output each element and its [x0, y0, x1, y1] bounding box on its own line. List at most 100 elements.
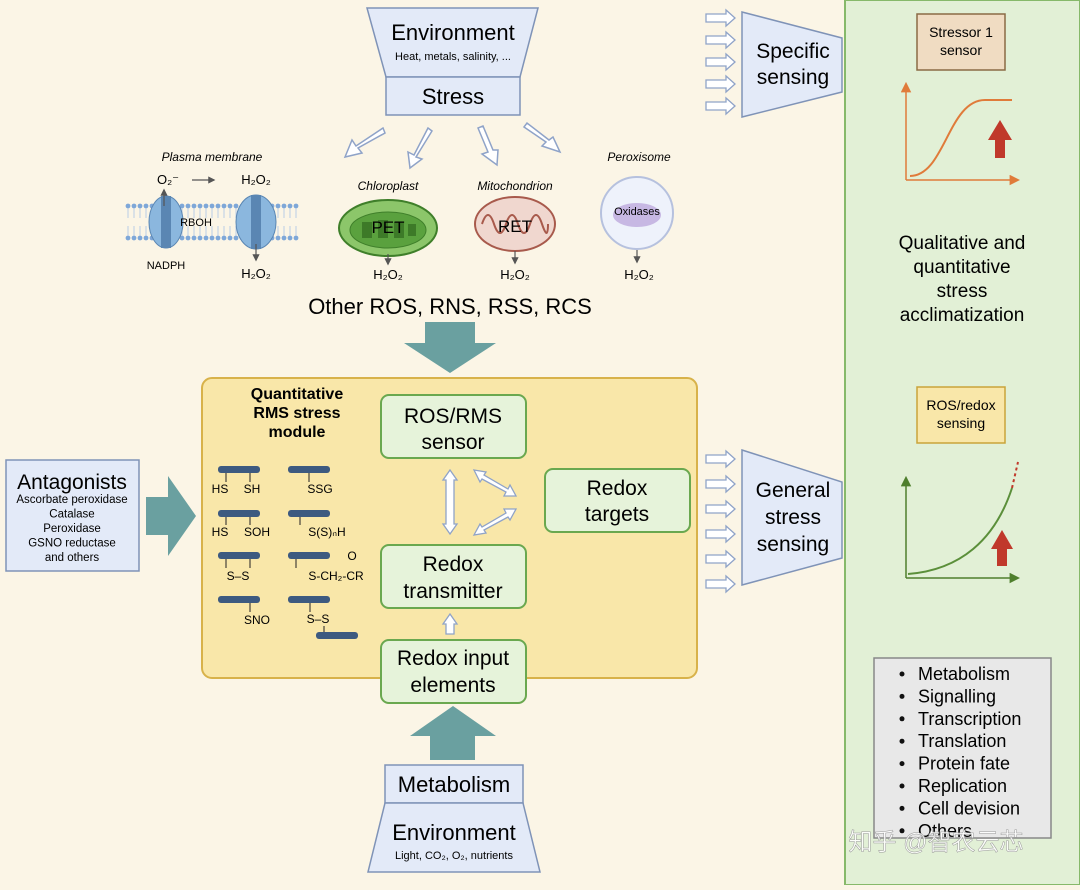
environment-bottom-subtitle: Light, CO₂, O₂, nutrients — [395, 850, 513, 862]
process-item: Translation — [918, 731, 1006, 751]
general-sensing-line1: General — [756, 479, 831, 502]
ros-rms-sensor-box: ROS/RMS sensor — [380, 394, 527, 459]
redox-targets-box: Redox targets — [544, 468, 691, 533]
ros-sensor-line2: sensor — [421, 431, 484, 454]
lipid-head — [293, 235, 299, 241]
teal-arrow-down-top — [404, 322, 496, 373]
lipid-head — [179, 235, 185, 241]
mod-soh: SOH — [244, 525, 270, 539]
lipid-head — [125, 235, 131, 241]
h2o2-membrane-bottom: H₂O₂ — [241, 266, 271, 281]
stressor-sensor-box: Stressor 1 sensor — [916, 13, 1006, 71]
lipid-head — [137, 235, 143, 241]
transmitter-line1: Redox — [423, 553, 484, 576]
lipid-head — [281, 203, 287, 209]
process-bullet — [899, 828, 905, 834]
stressor-sensor-line2: sensor — [940, 42, 982, 58]
mod-ss-1: S–S — [227, 569, 250, 583]
process-item: Others — [918, 821, 972, 841]
chloroplast: Chloroplast PET H₂O₂ — [338, 179, 438, 282]
process-bullet — [899, 761, 905, 767]
peroxisome: Peroxisome Oxidases H₂O₂ — [600, 150, 674, 282]
process-item: Metabolism — [918, 664, 1010, 684]
lipid-head — [179, 203, 185, 209]
antagonist-item: Peroxidase — [43, 523, 101, 535]
general-sensing-line2: stress — [765, 506, 821, 529]
lipid-head — [287, 203, 293, 209]
ros-sensor-line1: ROS/RMS — [404, 405, 502, 428]
increase-arrow-bottom — [991, 530, 1013, 566]
stress-label: Stress — [422, 84, 484, 109]
redox-targets-line2: targets — [585, 503, 649, 526]
lipid-head — [215, 203, 221, 209]
acclimatization-line1: Qualitative and — [899, 233, 1026, 254]
antagonist-item: Ascorbate peroxidase — [16, 494, 127, 506]
lipid-head — [137, 203, 143, 209]
process-bullet — [899, 716, 905, 722]
mod-hs-1: HS — [212, 482, 229, 496]
input-line2: elements — [410, 674, 495, 697]
process-bullet — [899, 783, 905, 789]
environment-bottom-funnel: Metabolism Environment Light, CO₂, O₂, n… — [367, 764, 541, 873]
lipid-head — [131, 235, 137, 241]
h2o2-peroxisome: H₂O₂ — [624, 267, 654, 282]
ros-redox-sensing-line1: ROS/redox — [926, 397, 995, 413]
increase-arrow-top — [988, 120, 1012, 158]
process-item: Cell devision — [918, 798, 1020, 818]
specific-sensing-line2: sensing — [757, 66, 829, 89]
mitochondrion: Mitochondrion RET H₂O₂ — [474, 179, 556, 282]
antagonist-item: and others — [45, 552, 100, 564]
ret-label: RET — [498, 217, 532, 236]
ros-redox-sensing-box: ROS/redox sensing — [916, 386, 1006, 444]
lipid-head — [233, 235, 239, 241]
antagonists-box: Antagonists Ascorbate peroxidaseCatalase… — [5, 459, 140, 572]
general-sensing-funnel: General stress sensing — [705, 448, 843, 594]
acclimatization-line4: acclimatization — [900, 305, 1025, 326]
process-item: Transcription — [918, 709, 1021, 729]
transmitter-line2: transmitter — [403, 580, 502, 603]
lipid-head — [293, 203, 299, 209]
pet-label: PET — [371, 218, 404, 237]
module-title-line2: RMS stress — [253, 405, 340, 422]
process-bullet — [899, 671, 905, 677]
lipid-head — [131, 203, 137, 209]
environment-top-subtitle: Heat, metals, salinity, ... — [395, 51, 511, 63]
lipid-head — [233, 203, 239, 209]
teal-arrow-right — [146, 476, 196, 556]
module-title-line1: Quantitative — [251, 386, 344, 403]
lipid-head — [203, 203, 209, 209]
mod-sh: SH — [244, 482, 261, 496]
lipid-head — [275, 235, 281, 241]
specific-sensing-funnel: Specific sensing — [705, 8, 843, 118]
process-item: Signalling — [918, 686, 996, 706]
peroxisome-label: Peroxisome — [607, 150, 671, 164]
lipid-head — [209, 235, 215, 241]
specific-sensing-line1: Specific — [756, 40, 830, 63]
lipid-head — [287, 235, 293, 241]
lipid-head — [227, 235, 233, 241]
acclimatization-line3: stress — [937, 281, 988, 302]
mod-ssg: SSG — [307, 482, 332, 496]
lipid-head — [221, 203, 227, 209]
process-item: Replication — [918, 776, 1007, 796]
mitochondrion-label: Mitochondrion — [477, 179, 553, 193]
exponential-graph — [900, 461, 1021, 584]
environment-top-funnel: Environment Heat, metals, salinity, ... … — [366, 7, 539, 116]
lipid-head — [203, 235, 209, 241]
lipid-head — [143, 235, 149, 241]
lipid-head — [227, 203, 233, 209]
lipid-head — [209, 203, 215, 209]
h2o2-membrane-top: H₂O₂ — [241, 172, 271, 187]
process-item: Protein fate — [918, 754, 1010, 774]
module-title-line3: module — [269, 424, 326, 441]
lipid-head — [215, 235, 221, 241]
process-bullet — [899, 693, 905, 699]
stressor-sensor-line1: Stressor 1 — [929, 24, 993, 40]
environment-top-title: Environment — [391, 20, 515, 45]
redox-targets-line1: Redox — [587, 477, 648, 500]
lipid-head — [125, 203, 131, 209]
processes-box: MetabolismSignallingTranscriptionTransla… — [873, 657, 1052, 841]
lipid-head — [197, 203, 203, 209]
